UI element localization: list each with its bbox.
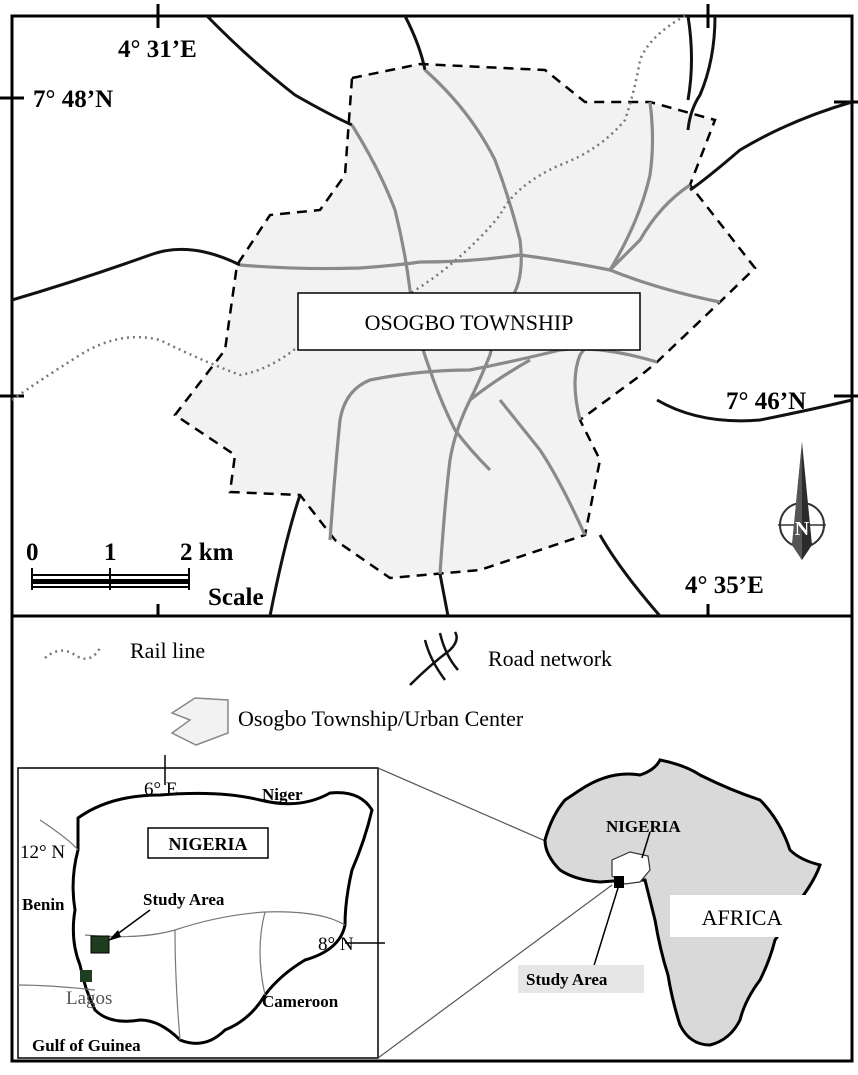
neighbor-niger: Niger	[262, 785, 303, 804]
scale-tick-1: 1	[104, 539, 117, 566]
nigeria-title-box	[147, 827, 269, 859]
nigeria-lat-south: 8° N	[318, 934, 354, 955]
coord-right-lat: 7° 46’N	[726, 388, 806, 415]
scale-tick-0: 0	[26, 539, 39, 566]
africa-study-marker	[614, 876, 624, 888]
lower-panel-frame	[10, 614, 854, 1063]
coord-bottom-lon: 4° 35’E	[685, 572, 764, 599]
coord-top-lat: 7° 48’N	[33, 86, 113, 113]
study-area-marker	[90, 935, 110, 954]
scale-tick-2: 2 km	[180, 539, 234, 566]
scale-bar	[31, 568, 190, 590]
africa-nigeria-label: NIGERIA	[606, 817, 681, 836]
gulf-of-guinea: Gulf of Guinea	[32, 1036, 141, 1055]
nigeria-internal-lines	[17, 819, 346, 1041]
africa-title-bg	[670, 895, 815, 937]
rail-legend-icon	[44, 647, 102, 660]
africa-nigeria-pointer	[641, 831, 651, 859]
township-title: OSOGBO TOWNSHIP	[365, 310, 574, 335]
township-legend-icon	[170, 697, 229, 746]
north-arrow-icon	[778, 442, 826, 560]
legend-township-label: Osogbo Township/Urban Center	[238, 706, 524, 731]
africa-study-label-bg	[518, 965, 644, 993]
nigeria-lat-north: 12° N	[20, 842, 65, 863]
africa-study-pointer	[591, 887, 619, 973]
nigeria-study-area-label: Study Area	[143, 890, 225, 909]
lagos-marker	[80, 970, 92, 982]
frame-ticks	[0, 4, 858, 616]
africa-title: AFRICA	[702, 905, 783, 930]
lagos-label: Lagos	[66, 988, 112, 1009]
legend-road-label: Road network	[488, 646, 612, 671]
africa-study-area-label: Study Area	[526, 970, 608, 989]
neighbor-benin: Benin	[22, 895, 65, 914]
legend-rail-label: Rail line	[130, 638, 205, 663]
township-title-box	[297, 292, 641, 351]
road-network-main	[11, 14, 853, 617]
nigeria-lon-label: 6° E	[144, 779, 177, 800]
coord-top-lon: 4° 31’E	[118, 36, 197, 63]
inset-connector-bottom	[377, 884, 613, 1059]
north-arrow-letter: N	[795, 518, 810, 540]
nigeria-title: NIGERIA	[168, 834, 247, 854]
study-area-arrowhead	[108, 930, 121, 941]
neighbor-cameroon: Cameroon	[262, 992, 339, 1011]
road-legend-icon	[409, 631, 459, 686]
scale-label: Scale	[208, 584, 264, 611]
